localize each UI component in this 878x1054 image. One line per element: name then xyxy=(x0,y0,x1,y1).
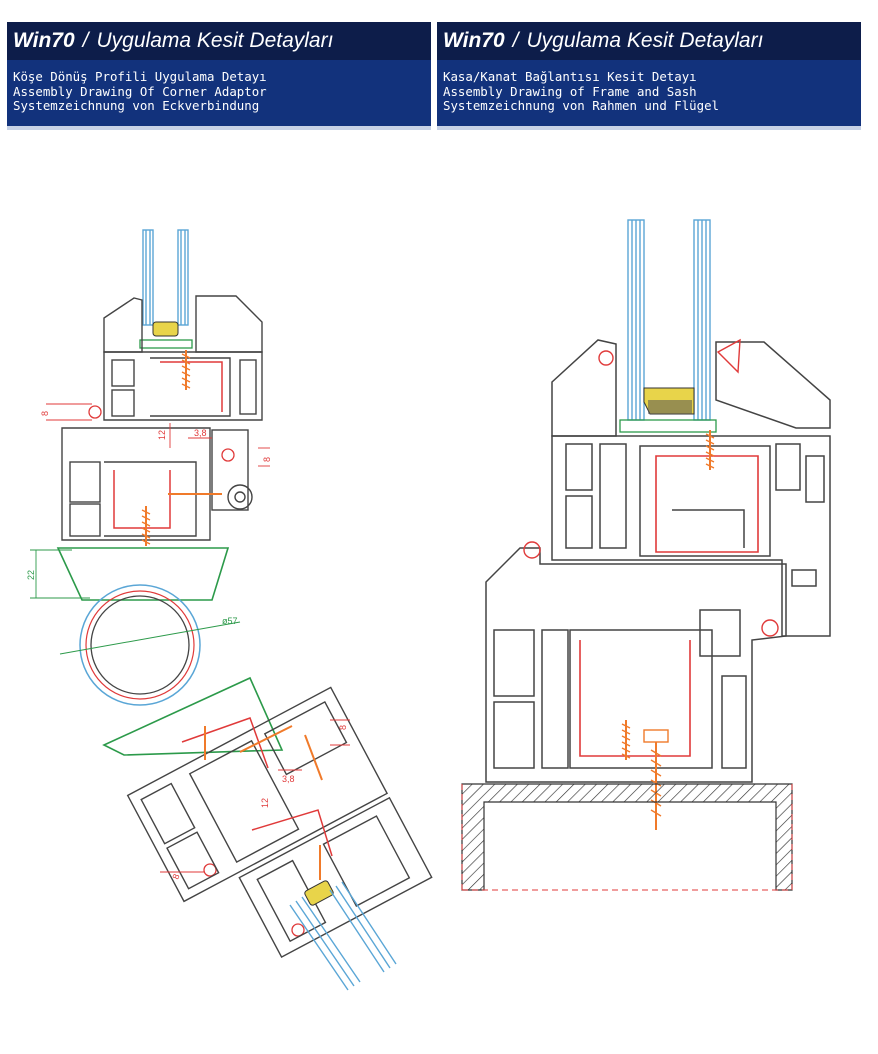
upper-sash-profile xyxy=(103,295,263,421)
right-glass-bead xyxy=(619,419,717,433)
right-glazing-seal-dark xyxy=(648,400,692,414)
top-glazing-seal xyxy=(152,321,179,337)
right-title: Uygulama Kesit Detayları xyxy=(526,29,764,52)
left-subtitle-tr: Köşe Dönüş Profili Uygulama Detayı xyxy=(13,69,267,84)
left-green-dimension xyxy=(30,549,90,599)
right-header-underline xyxy=(437,126,861,130)
bottom-glazing-seal xyxy=(304,880,334,906)
right-header-bar: Win70 / Uygulama Kesit Detayları xyxy=(437,22,861,60)
top-glass-bead xyxy=(139,339,193,349)
wall-substrate xyxy=(461,783,793,891)
upper-reinforcement xyxy=(160,361,223,412)
dim-label-4: 8 xyxy=(262,457,272,462)
dim-label-7: 8 xyxy=(338,725,348,730)
right-subtitle-en: Assembly Drawing of Frame and Sash xyxy=(443,83,697,99)
frame-screw-fixing xyxy=(643,729,669,830)
right-panel: Win70 / Uygulama Kesit Detayları Kasa/Ka… xyxy=(437,22,861,130)
left-gaskets xyxy=(88,405,305,937)
rotated-reinforcement-2 xyxy=(251,809,333,857)
bottom-glass-unit xyxy=(289,881,397,991)
rotated-screws xyxy=(204,725,323,880)
frame-sash-drawing xyxy=(461,219,831,891)
left-subtitle-de: Systemzeichnung von Eckverbindung xyxy=(13,98,260,113)
lower-reinforcement xyxy=(113,470,171,529)
left-header-underline xyxy=(7,126,431,130)
dim-label-9: 3,8 xyxy=(282,774,295,784)
corner-adaptor-body xyxy=(56,547,230,601)
frame-profile xyxy=(485,547,817,783)
sash-profile xyxy=(551,339,831,637)
round-tube-57 xyxy=(79,584,201,706)
right-subtitle-de: Systemzeichnung von Rahmen und Flügel xyxy=(443,98,720,113)
dim-label-6: ø57 xyxy=(222,616,238,626)
right-brand: Win70 xyxy=(443,29,505,52)
left-brand: Win70 xyxy=(13,29,75,52)
dim-label-10: 12 xyxy=(260,798,270,808)
corner-adaptor-drawing: 8 12 3,8 8 22 ø57 8 8 3,8 12 xyxy=(26,229,433,991)
frame-reinforcement xyxy=(579,640,691,757)
top-glass-unit xyxy=(142,229,189,326)
left-header-bar: Win70 / Uygulama Kesit Detayları xyxy=(7,22,431,60)
right-subtitle-tr: Kasa/Kanat Bağlantısı Kesit Detayı xyxy=(443,69,697,84)
dim-label-1: 8 xyxy=(40,411,50,416)
dim-label-8: 8 xyxy=(170,873,181,881)
left-title: Uygulama Kesit Detayları xyxy=(96,29,334,52)
right-separator: / xyxy=(512,29,519,52)
dim-label-3: 3,8 xyxy=(194,428,207,438)
sash-reinforcement xyxy=(655,455,759,553)
lower-frame-profile xyxy=(61,427,253,541)
left-subtitle-en: Assembly Drawing Of Corner Adaptor xyxy=(13,83,267,99)
diameter-leader-line xyxy=(59,621,241,655)
left-dimension-lines xyxy=(46,403,350,873)
frame-screw-left xyxy=(621,719,631,761)
left-separator: / xyxy=(82,29,89,52)
dim-label-5: 22 xyxy=(26,570,36,580)
right-subtitle-block: Kasa/Kanat Bağlantısı Kesit Detayı Assem… xyxy=(437,60,861,126)
dim-label-2: 12 xyxy=(157,430,167,440)
left-screw-top xyxy=(181,349,191,391)
right-gaskets xyxy=(523,338,779,637)
corner-adaptor-lower-body xyxy=(102,676,284,756)
left-subtitle-block: Köşe Dönüş Profili Uygulama Detayı Assem… xyxy=(7,60,431,126)
left-panel: Win70 / Uygulama Kesit Detayları Köşe Dö… xyxy=(7,22,431,130)
